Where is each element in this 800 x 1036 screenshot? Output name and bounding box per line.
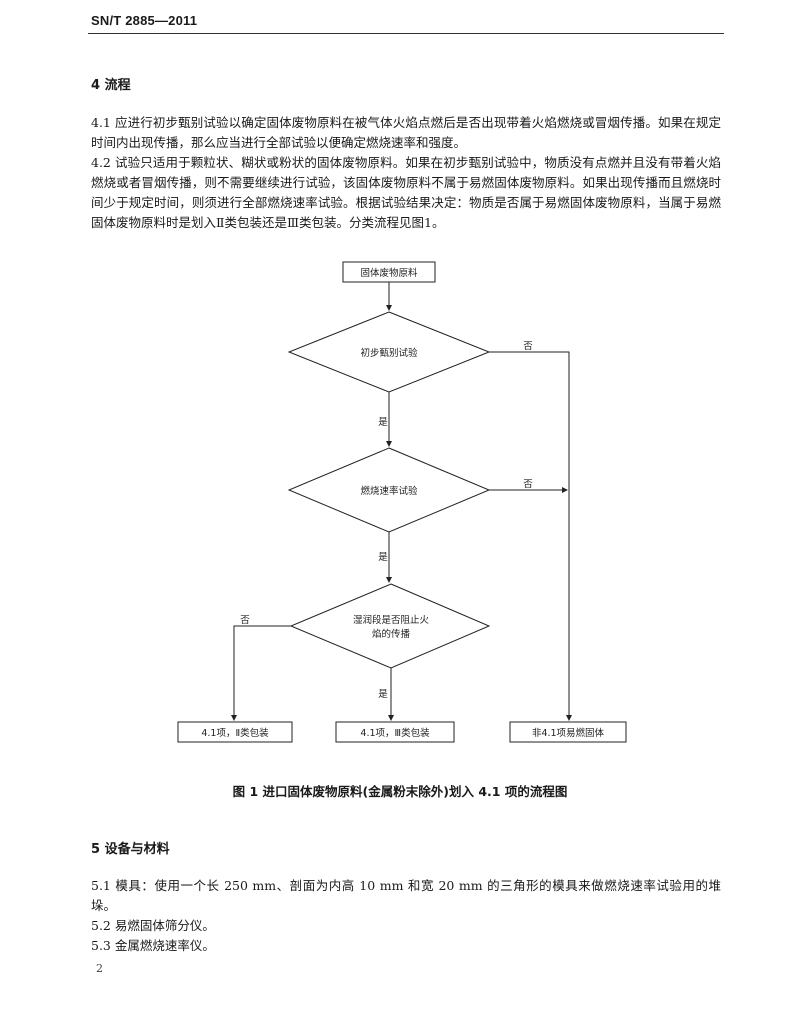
header-rule bbox=[88, 33, 724, 34]
paragraph-4-1: 4.1 应进行初步甄别试验以确定固体废物原料在被气体火焰点燃后是否出现带着火焰燃… bbox=[91, 115, 721, 150]
flowchart-yes-label-3: 是 bbox=[378, 689, 388, 700]
flowchart-no-label-1: 否 bbox=[523, 341, 533, 352]
flowchart-output-class-ii-label: 4.1项，Ⅱ类包装 bbox=[201, 727, 269, 739]
flowchart-output-class-iii-label: 4.1项，Ⅲ类包装 bbox=[360, 727, 430, 739]
flowchart-decision-wetted-zone bbox=[289, 583, 491, 669]
figure-caption: 图 1 进口固体废物原料(金属粉末除外)划入 4.1 项的流程图 bbox=[232, 784, 568, 799]
paragraph-5-1: 5.1 模具：使用一个长 250 mm、剖面为内高 10 mm 和宽 20 mm… bbox=[91, 878, 721, 913]
flowchart-no-label-2: 否 bbox=[523, 479, 533, 490]
flowchart-yes-label-2: 是 bbox=[378, 552, 388, 563]
flowchart-decision-screening bbox=[287, 311, 491, 393]
section-5-title: 5 设备与材料 bbox=[91, 842, 170, 857]
flowchart-start-box bbox=[342, 261, 436, 283]
paragraph-5-2: 5.2 易燃固体筛分仪。 bbox=[91, 918, 215, 933]
paragraph-4-2: 4.2 试验只适用于颗粒状、糊状或粉状的固体废物原料。如果在初步甄别试验中，物质… bbox=[91, 155, 721, 230]
flowchart-output-class-iii bbox=[335, 721, 455, 743]
flowchart-d3-label-line1: 湿润段是否阻止火 bbox=[353, 614, 430, 626]
paragraph-5-3: 5.3 金属燃烧速率仪。 bbox=[91, 938, 215, 953]
flowchart-d1-label: 初步甄别试验 bbox=[360, 347, 418, 359]
flowchart-yes-label-1: 是 bbox=[378, 417, 388, 428]
flowchart-output-non-flammable-label: 非4.1项易燃固体 bbox=[532, 727, 605, 739]
page-number: 2 bbox=[96, 962, 103, 975]
section-4-body: 4.1 应进行初步甄别试验以确定固体废物原料在被气体火焰点燃后是否出现带着火焰燃… bbox=[91, 113, 721, 233]
flowchart-d3-label-line2: 焰的传播 bbox=[372, 628, 411, 640]
flowchart-no-label-3: 否 bbox=[240, 615, 250, 626]
section-5-body: 5.1 模具：使用一个长 250 mm、剖面为内高 10 mm 和宽 20 mm… bbox=[91, 876, 721, 956]
flowchart-d2-label: 燃烧速率试验 bbox=[360, 485, 418, 497]
section-4-title: 4 流程 bbox=[91, 78, 131, 93]
standard-number: SN/T 2885—2011 bbox=[91, 13, 198, 28]
flowchart-decision-burn-rate bbox=[287, 447, 491, 533]
flowchart-start-label: 固体废物原料 bbox=[360, 267, 418, 279]
flowchart-output-class-ii bbox=[177, 721, 293, 743]
flowchart-output-non-flammable bbox=[509, 721, 627, 743]
